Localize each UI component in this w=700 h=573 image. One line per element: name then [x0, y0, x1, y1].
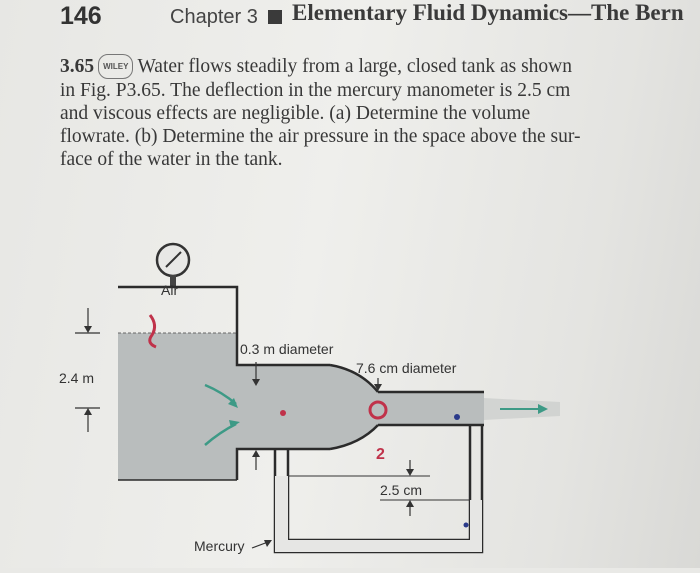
small-pipe-water [378, 392, 484, 425]
height-label: 2.4 m [59, 370, 95, 386]
mercury-fill [275, 476, 288, 552]
problem-number: 3.65 [60, 56, 95, 77]
problem-line-5: face of the water in the tank. [60, 149, 283, 170]
page-header: 146 Chapter 3 Elementary Fluid Dynamics—… [0, 0, 700, 40]
handwritten-annotations [148, 314, 469, 528]
large-pipe-bottom [235, 447, 330, 480]
mercury-label: Mercury [194, 538, 245, 554]
air-label: Air [161, 282, 179, 298]
figure-drawing [75, 242, 560, 554]
tank-outline [118, 285, 239, 333]
problem-line-3: and viscous effects are negligible. (a) … [60, 103, 531, 124]
nozzle-top [329, 363, 379, 393]
nozzle-bottom [329, 424, 379, 451]
handwritten-number: 2 [376, 446, 385, 463]
nozzle-water [330, 365, 378, 449]
small-diameter-label: 7.6 cm diameter [356, 360, 457, 376]
problem-line-4: flowrate. (b) Determine the air pressure… [60, 126, 581, 147]
pressure-gauge-icon [155, 242, 191, 287]
figure-p3-65: Air 2.4 m 0.3 m diameter 7.6 cm diameter… [0, 220, 700, 568]
problem-line-1: Water flows steadily from a large, close… [137, 56, 573, 77]
chapter-label: Chapter 3 [170, 6, 258, 28]
page-number: 146 [60, 2, 102, 30]
section-title: Elementary Fluid Dynamics—The Bern [292, 0, 684, 25]
problem-line-2: in Fig. P3.65. The deflection in the mer… [60, 80, 571, 101]
square-bullet-icon [268, 10, 282, 24]
large-pipe-top [235, 333, 330, 367]
large-pipe-water [237, 365, 332, 449]
tank-water [118, 333, 237, 480]
large-diameter-label: 0.3 m diameter [240, 341, 334, 357]
deflection-label: 2.5 cm [380, 482, 423, 498]
wiley-badge-icon: WILEY [98, 54, 134, 79]
